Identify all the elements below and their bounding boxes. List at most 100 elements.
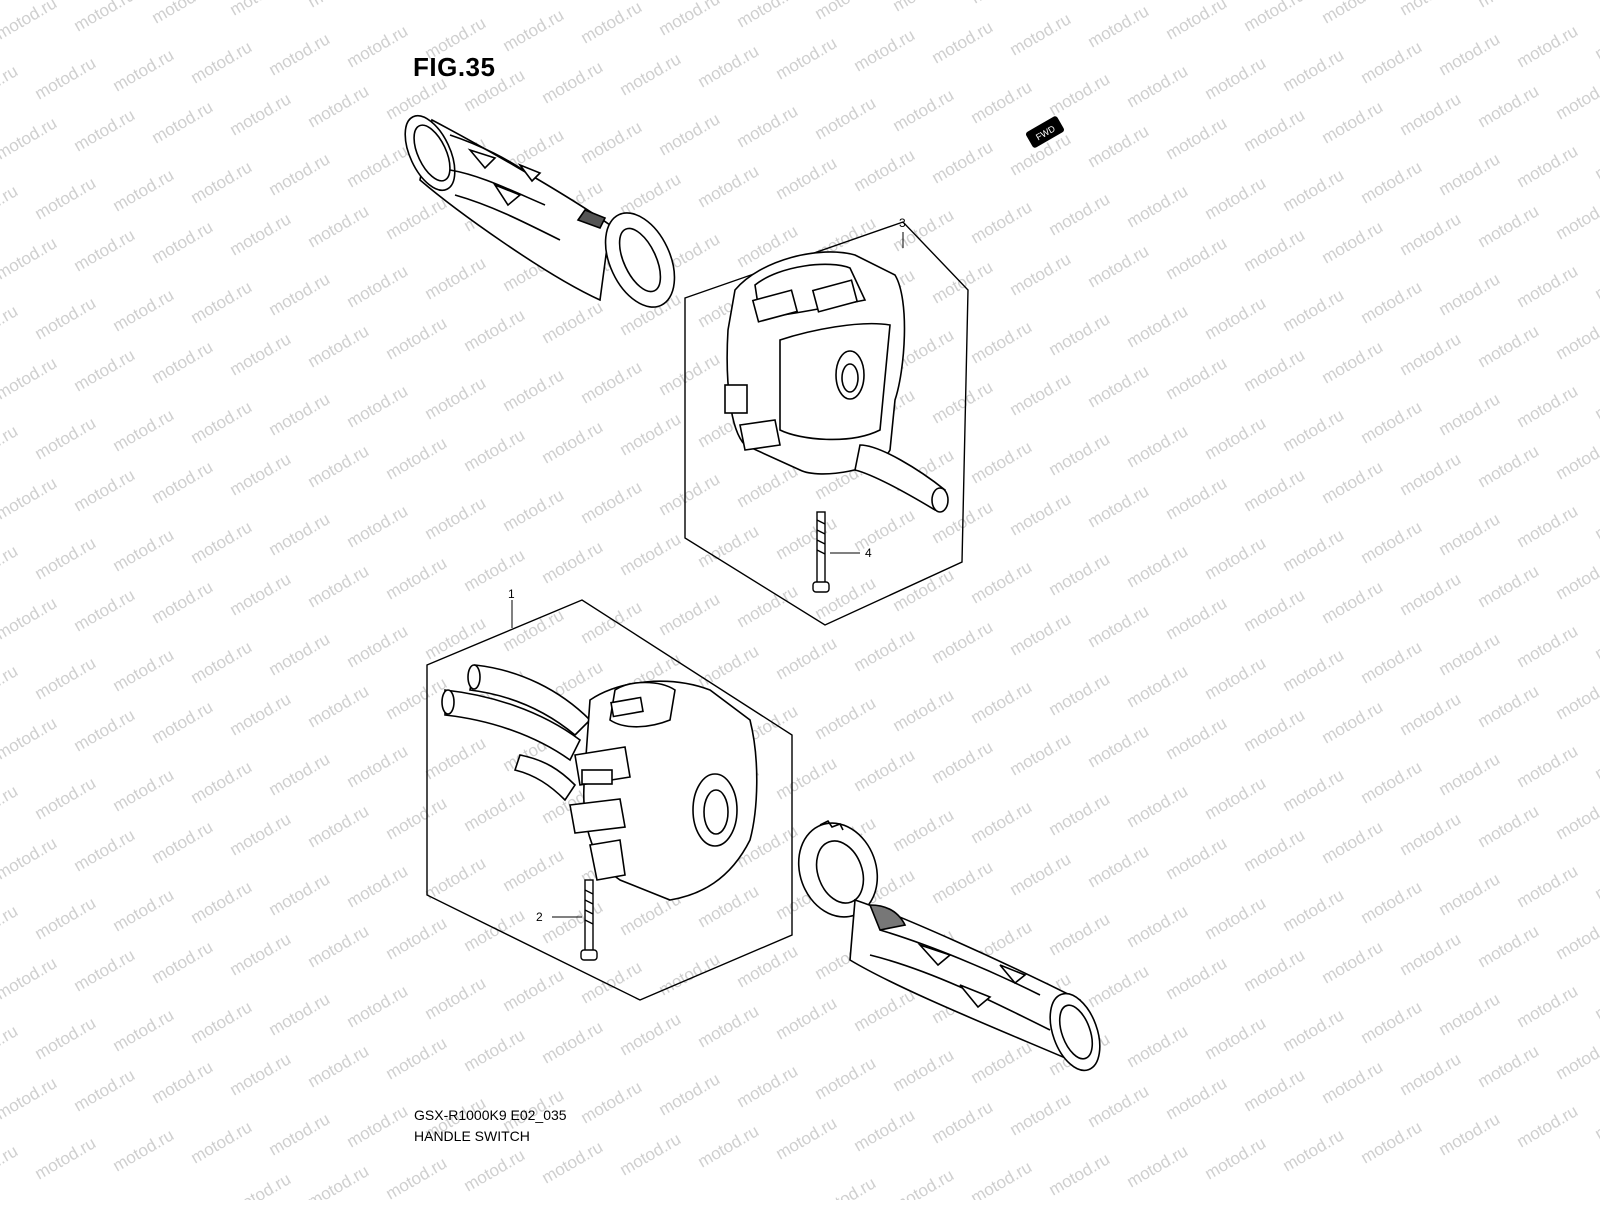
watermark-text: motod.ru: [1202, 293, 1270, 343]
watermark-text: motod.ru: [305, 201, 373, 251]
watermark-text: motod.ru: [149, 0, 217, 27]
watermark-text: motod.ru: [1085, 481, 1153, 531]
watermark-text: motod.ru: [890, 85, 958, 135]
watermark-text: motod.ru: [1514, 141, 1582, 191]
watermark-text: motod.ru: [1202, 173, 1270, 223]
watermark-text: motod.ru: [773, 753, 841, 803]
watermark-text: motod.ru: [812, 1053, 880, 1103]
watermark-text: motod.ru: [968, 317, 1036, 367]
watermark-text: motod.ru: [266, 269, 334, 319]
watermark-text: motod.ru: [1280, 525, 1348, 575]
watermark-text: motod.ru: [1319, 97, 1387, 147]
watermark-text: motod.ru: [110, 285, 178, 335]
watermark-text: motod.ru: [929, 737, 997, 787]
watermark-text: motod.ru: [1358, 157, 1426, 207]
watermark-text: motod.ru: [0, 661, 21, 711]
watermark-text: motod.ru: [1475, 921, 1543, 971]
watermark-text: motod.ru: [1202, 533, 1270, 583]
watermark-text: motod.ru: [1436, 629, 1504, 679]
watermark-text: motod.ru: [578, 0, 646, 47]
watermark-text: motod.ru: [1358, 757, 1426, 807]
watermark-text: motod.ru: [1280, 285, 1348, 335]
watermark-text: motod.ru: [1514, 981, 1582, 1031]
watermark-text: motod.ru: [1280, 1125, 1348, 1175]
watermark-text: motod.ru: [266, 29, 334, 79]
watermark-text: motod.ru: [383, 0, 451, 3]
watermark-text: motod.ru: [149, 337, 217, 387]
watermark-text: motod.ru: [1436, 749, 1504, 799]
watermark-text: motod.ru: [0, 833, 60, 883]
watermark-text: motod.ru: [695, 641, 763, 691]
watermark-text: motod.ru: [1514, 261, 1582, 311]
watermark-text: motod.ru: [812, 0, 880, 23]
watermark-text: motod.ru: [1085, 961, 1153, 1011]
watermark-text: motod.ru: [0, 353, 60, 403]
watermark-text: motod.ru: [1241, 105, 1309, 155]
watermark-text: motod.ru: [188, 397, 256, 447]
watermark-text: motod.ru: [422, 253, 490, 303]
watermark-text: motod.ru: [32, 293, 100, 343]
watermark-text: motod.ru: [1007, 609, 1075, 659]
watermark-text: motod.ru: [1397, 1049, 1465, 1099]
watermark-text: motod.ru: [110, 765, 178, 815]
watermark-text: motod.ru: [578, 1077, 646, 1127]
watermark-text: motod.ru: [1358, 997, 1426, 1047]
watermark-text: motod.ru: [1436, 989, 1504, 1039]
watermark-text: motod.ru: [695, 161, 763, 211]
watermark-text: motod.ru: [968, 797, 1036, 847]
watermark-text: motod.ru: [0, 0, 60, 43]
watermark-text: motod.ru: [1202, 413, 1270, 463]
watermark-text: motod.ru: [1007, 849, 1075, 899]
watermark-text: motod.ru: [1553, 793, 1600, 843]
watermark-text: motod.ru: [149, 1057, 217, 1107]
watermark-text: motod.ru: [1163, 1073, 1231, 1123]
watermark-text: motod.ru: [1280, 885, 1348, 935]
watermark-text: motod.ru: [1592, 133, 1600, 183]
watermark-text: motod.ru: [1592, 373, 1600, 423]
watermark-text: motod.ru: [1475, 321, 1543, 371]
watermark-text: motod.ru: [500, 5, 568, 55]
watermark-text: motod.ru: [1436, 389, 1504, 439]
watermark-text: motod.ru: [71, 1065, 139, 1115]
watermark-text: motod.ru: [149, 217, 217, 267]
watermark-text: motod.ru: [773, 33, 841, 83]
watermark-text: motod.ru: [0, 781, 21, 831]
watermark-text: motod.ru: [656, 589, 724, 639]
watermark-text: motod.ru: [1046, 549, 1114, 599]
watermark-text: motod.ru: [461, 1025, 529, 1075]
watermark-text: motod.ru: [851, 25, 919, 75]
watermark-text: motod.ru: [617, 49, 685, 99]
watermark-text: motod.ru: [1202, 53, 1270, 103]
watermark-text: motod.ru: [968, 0, 1036, 7]
watermark-text: motod.ru: [461, 425, 529, 475]
watermark-text: motod.ru: [1124, 1141, 1192, 1191]
watermark-text: motod.ru: [383, 673, 451, 723]
watermark-text: motod.ru: [1475, 561, 1543, 611]
watermark-text: motod.ru: [1436, 509, 1504, 559]
watermark-text: motod.ru: [383, 913, 451, 963]
watermark-text: motod.ru: [461, 905, 529, 955]
watermark-text: motod.ru: [1280, 405, 1348, 455]
watermark-text: motod.ru: [110, 165, 178, 215]
watermark-text: motod.ru: [1358, 37, 1426, 87]
watermark-text: motod.ru: [851, 1105, 919, 1155]
watermark-text: motod.ru: [1397, 569, 1465, 619]
watermark-text: motod.ru: [1046, 909, 1114, 959]
watermark-text: motod.ru: [1241, 345, 1309, 395]
watermark-text: motod.ru: [422, 973, 490, 1023]
watermark-text: motod.ru: [110, 885, 178, 935]
watermark-text: motod.ru: [968, 437, 1036, 487]
watermark-text: motod.ru: [695, 41, 763, 91]
watermark-text: motod.ru: [734, 1061, 802, 1111]
watermark-text: motod.ru: [227, 0, 295, 19]
watermark-text: motod.ru: [617, 1129, 685, 1179]
watermark-text: motod.ru: [0, 901, 21, 951]
callout-3-number: 3: [899, 216, 906, 230]
watermark-text: motod.ru: [71, 705, 139, 755]
watermark-text: motod.ru: [617, 409, 685, 459]
watermark-text: motod.ru: [929, 137, 997, 187]
watermark-text: motod.ru: [71, 225, 139, 275]
watermark-text: motod.ru: [1553, 673, 1600, 723]
watermark-text: motod.ru: [851, 745, 919, 795]
watermark-text: motod.ru: [0, 473, 60, 523]
